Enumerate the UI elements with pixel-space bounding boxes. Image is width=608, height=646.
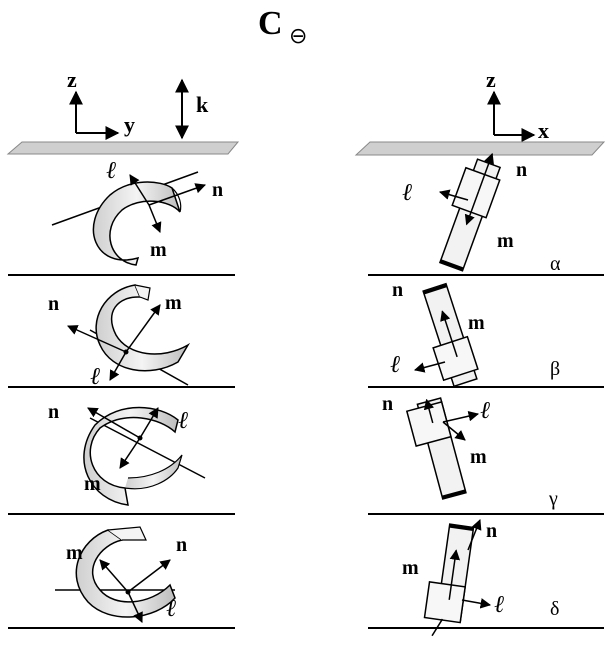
left-strip-gamma: n ℓ m [48, 401, 206, 506]
l-label: ℓ [178, 406, 188, 434]
m-label: m [497, 230, 514, 252]
right-plate [354, 141, 606, 156]
axis-z-label-right: z [486, 67, 496, 92]
right-axes: z x [486, 67, 549, 143]
n-label: n [212, 179, 223, 201]
m-label: m [84, 473, 101, 495]
n-label: n [382, 393, 393, 415]
n-label: n [516, 159, 527, 181]
state-beta-label: β [550, 358, 560, 380]
state-delta-label: δ [550, 598, 559, 620]
l-label: ℓ [494, 590, 504, 618]
state-alpha-label: α [550, 253, 561, 275]
m-label: m [66, 542, 83, 564]
l-label: ℓ [166, 594, 176, 622]
figure-title: C ⊖ [258, 5, 307, 49]
m-label: m [402, 557, 419, 579]
n-label: n [486, 520, 497, 542]
n-label: n [176, 534, 187, 556]
k-label: k [196, 92, 209, 117]
m-label: m [468, 312, 485, 334]
m-label: m [165, 292, 182, 314]
left-strip-beta: n m ℓ [48, 284, 191, 390]
left-strip-alpha: n ℓ m [51, 156, 223, 266]
separator-lines [8, 274, 604, 629]
axis-y-label: y [124, 112, 135, 137]
m-label: m [150, 239, 167, 261]
axis-x-label: x [538, 118, 549, 143]
left-axes: z y k [67, 67, 209, 140]
left-plate [6, 141, 240, 155]
l-label: ℓ [480, 396, 490, 424]
title-subscript: ⊖ [289, 24, 307, 49]
n-label: n [48, 401, 59, 423]
title-main: C [258, 5, 283, 42]
axis-z-label: z [67, 67, 77, 92]
l-label: ℓ [390, 350, 400, 378]
n-label: n [48, 293, 59, 315]
left-strip-delta: m n ℓ [55, 526, 187, 623]
right-cylinder-delta [423, 523, 475, 637]
right-cylinder-gamma [405, 397, 467, 500]
state-gamma-label: γ [548, 488, 558, 510]
l-label: ℓ [106, 156, 116, 184]
l-label: ℓ [402, 178, 412, 206]
m-label: m [470, 446, 487, 468]
right-cylinder-beta [422, 282, 479, 388]
right-cylinder-alpha [438, 152, 502, 272]
l-label: ℓ [90, 362, 100, 390]
n-label: n [392, 279, 403, 301]
